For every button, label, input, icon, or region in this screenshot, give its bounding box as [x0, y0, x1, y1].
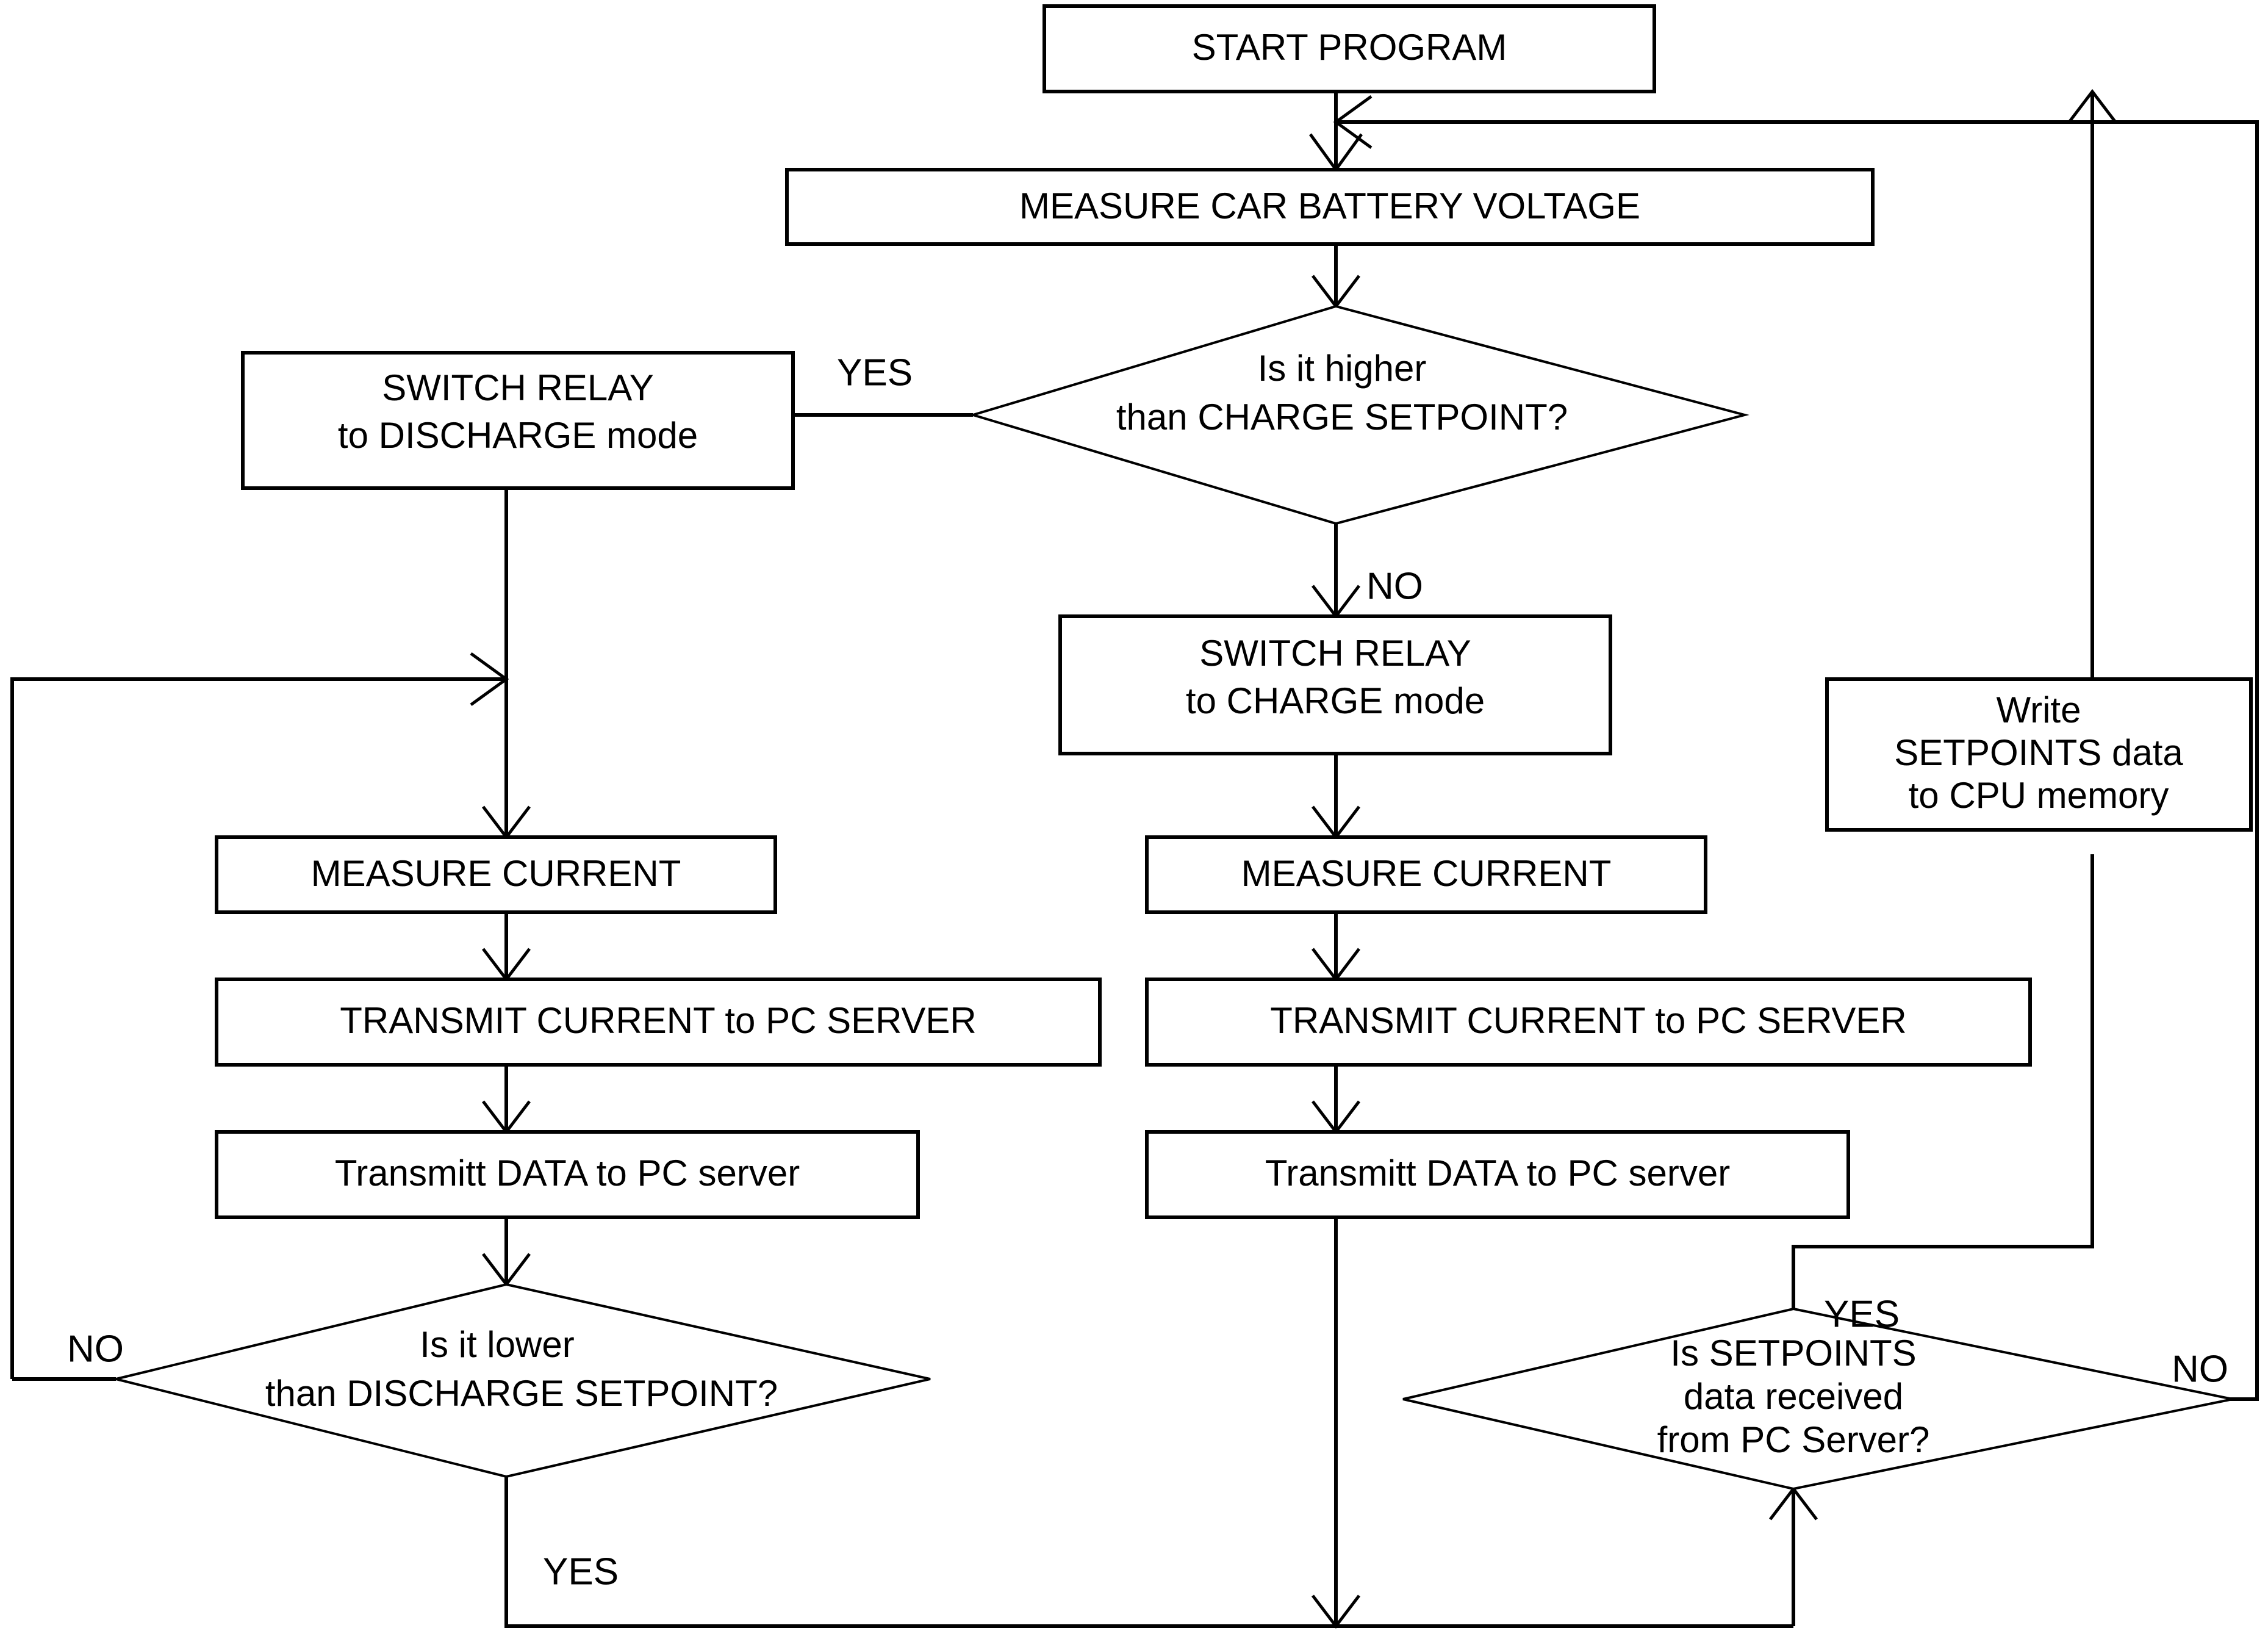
edge-decision-setpoints-yes — [1792, 854, 2094, 1309]
decision-setpoints-diamond[interactable] — [1402, 1307, 2233, 1491]
edge-feedback-left-loop — [10, 677, 506, 1379]
measure-current-right-box[interactable] — [1145, 835, 1707, 914]
transmit-current-right-box[interactable] — [1145, 978, 2032, 1067]
node-transmit-data-left[interactable]: Transmitt DATA to PC server — [215, 1130, 920, 1219]
switch-charge-box[interactable] — [1058, 614, 1612, 755]
transmit-current-left-box[interactable] — [215, 978, 1102, 1067]
switch-charge-label-line1: SWITCH RELAY — [1199, 633, 1471, 674]
arrowhead-feedback-left-loop — [470, 652, 509, 707]
node-transmit-current-left[interactable]: TRANSMIT CURRENT to PC SERVER — [215, 978, 1102, 1067]
decision-setpoints-label-line2: data received — [1684, 1376, 1903, 1417]
edge-label-charge-yes: YES — [837, 351, 913, 394]
arrowhead-write-setpoints-to-top — [2068, 88, 2117, 123]
write-setpoints-label-line1: Write — [1997, 690, 2081, 730]
edge-label-discharge-no: NO — [67, 1328, 124, 1370]
node-transmit-current-right[interactable]: TRANSMIT CURRENT to PC SERVER — [1145, 978, 2032, 1067]
switch-discharge-box[interactable] — [241, 351, 795, 490]
write-setpoints-label-line2: SETPOINTS data — [1894, 732, 2183, 773]
switch-discharge-label-line2: to DISCHARGE mode — [338, 415, 698, 456]
arrowhead-data-right-to-bottom-rail — [1312, 1594, 1360, 1629]
node-switch-relay-charge[interactable]: SWITCH RELAY to CHARGE mode — [1058, 614, 1612, 755]
decision-setpoints-label-line1: Is SETPOINTS — [1670, 1333, 1916, 1374]
decision-charge-label-line1: Is it higher — [1258, 348, 1427, 389]
decision-setpoints-label-line3: from PC Server? — [1657, 1419, 1930, 1460]
measure-current-left-box[interactable] — [215, 835, 777, 914]
transmit-data-right-box[interactable] — [1145, 1130, 1850, 1219]
node-transmit-data-right[interactable]: Transmitt DATA to PC server — [1145, 1130, 1850, 1219]
transmit-current-left-label: TRANSMIT CURRENT to PC SERVER — [340, 1000, 977, 1041]
edge-label-discharge-yes: YES — [543, 1550, 619, 1593]
start-program-box[interactable] — [1042, 4, 1656, 93]
edge-labels: YES NO NO YES YES NO — [67, 351, 2228, 1593]
decision-charge-label-line2: than CHARGE SETPOINT? — [1116, 397, 1568, 438]
edge-decision-discharge-yes — [504, 1477, 1793, 1628]
transmit-data-left-label: Transmitt DATA to PC server — [335, 1153, 800, 1194]
edge-label-setpoints-yes: YES — [1824, 1293, 1900, 1335]
write-setpoints-label-line3: to CPU memory — [1909, 775, 2169, 816]
decision-discharge-label-line1: Is it lower — [420, 1324, 574, 1365]
node-decision-discharge-setpoint[interactable]: Is it lower than DISCHARGE SETPOINT? — [115, 1283, 931, 1478]
connectors — [10, 88, 2259, 1629]
transmit-current-right-label: TRANSMIT CURRENT to PC SERVER — [1270, 1000, 1907, 1041]
node-measure-current-right[interactable]: MEASURE CURRENT — [1145, 835, 1707, 914]
decision-discharge-label-line2: than DISCHARGE SETPOINT? — [265, 1373, 778, 1414]
decision-charge-diamond[interactable] — [969, 304, 1749, 525]
decision-discharge-diamond[interactable] — [115, 1283, 931, 1478]
node-decision-setpoints-received[interactable]: Is SETPOINTS data received from PC Serve… — [1402, 1307, 2233, 1491]
edge-label-setpoints-no: NO — [2172, 1348, 2228, 1390]
node-switch-relay-discharge[interactable]: SWITCH RELAY to DISCHARGE mode — [241, 351, 795, 490]
node-decision-charge-setpoint[interactable]: Is it higher than CHARGE SETPOINT? — [969, 304, 1749, 525]
switch-charge-label-line2: to CHARGE mode — [1186, 680, 1485, 721]
transmit-data-right-label: Transmitt DATA to PC server — [1265, 1153, 1730, 1194]
write-setpoints-box[interactable] — [1825, 677, 2253, 832]
measure-current-left-label: MEASURE CURRENT — [311, 853, 681, 894]
node-write-setpoints[interactable]: Write SETPOINTS data to CPU memory — [1825, 677, 2253, 832]
node-start-program[interactable]: START PROGRAM — [1042, 4, 1656, 93]
arrowhead-feedback-top — [1333, 95, 1373, 149]
measure-voltage-box[interactable] — [785, 168, 1875, 246]
start-program-label: START PROGRAM — [1192, 27, 1507, 68]
transmit-data-left-box[interactable] — [215, 1130, 920, 1219]
node-measure-current-left[interactable]: MEASURE CURRENT — [215, 835, 777, 914]
switch-discharge-label-line1: SWITCH RELAY — [382, 367, 654, 408]
measure-current-right-label: MEASURE CURRENT — [1241, 853, 1612, 894]
edge-label-charge-no: NO — [1366, 565, 1423, 607]
node-measure-voltage[interactable]: MEASURE CAR BATTERY VOLTAGE — [785, 168, 1875, 246]
measure-voltage-label: MEASURE CAR BATTERY VOLTAGE — [1019, 185, 1640, 226]
